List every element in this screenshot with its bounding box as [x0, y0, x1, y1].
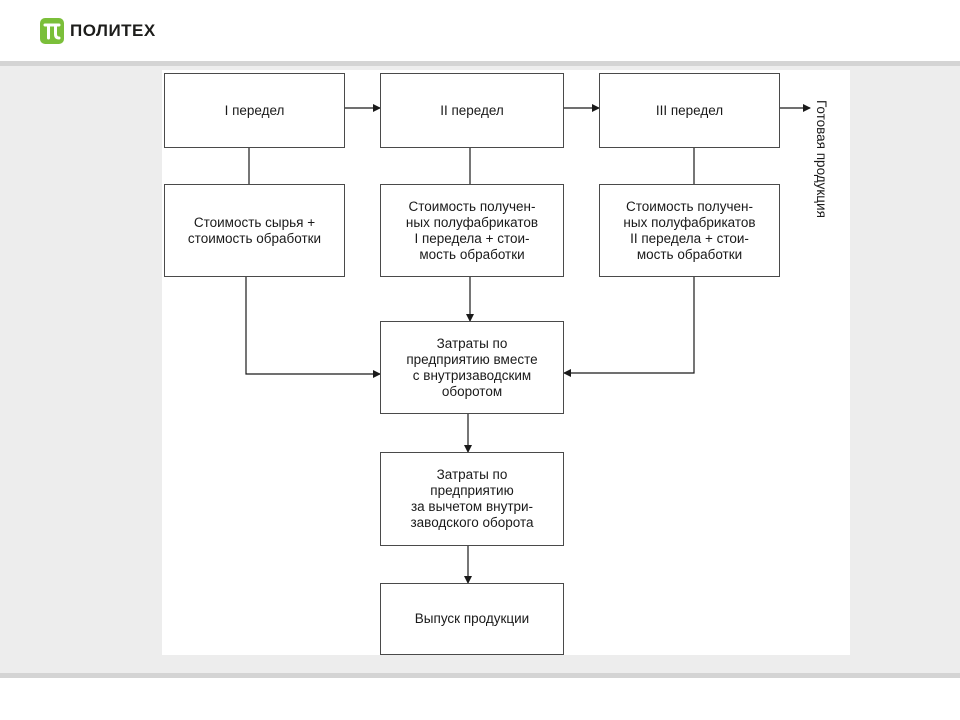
stage-2-box: II передел [380, 73, 564, 148]
flowchart: I передел II передел III передел Готовая… [162, 70, 850, 655]
output-box: Выпуск продукции [380, 583, 564, 655]
stage-3-box: III передел [599, 73, 780, 148]
cost-2-box: Стоимость получен- ных полуфабрикатов I … [380, 184, 564, 277]
costs-net-box: Затраты по предприятию за вычетом внутри… [380, 452, 564, 546]
cost-3-box: Стоимость получен- ных полуфабрикатов II… [599, 184, 780, 277]
footer [0, 678, 960, 720]
logo-text: ПОЛИТЕХ [70, 21, 156, 40]
header: ПОЛИТЕХ [0, 0, 960, 60]
logo[interactable]: ПОЛИТЕХ [40, 18, 156, 44]
finished-products-label: Готовая продукция [814, 100, 829, 218]
arrow-cost3-aggregate [563, 277, 695, 377]
costs-with-turnover-box: Затраты по предприятию вместе с внутриза… [380, 321, 564, 414]
polytech-logo-icon [40, 18, 64, 44]
top-divider [0, 61, 960, 66]
cost-1-box: Стоимость сырья + стоимость обработки [164, 184, 345, 277]
flowchart-connectors [245, 104, 811, 584]
arrow-cost1-aggregate [245, 277, 381, 378]
stage-1-box: I передел [164, 73, 345, 148]
bottom-divider [0, 673, 960, 678]
